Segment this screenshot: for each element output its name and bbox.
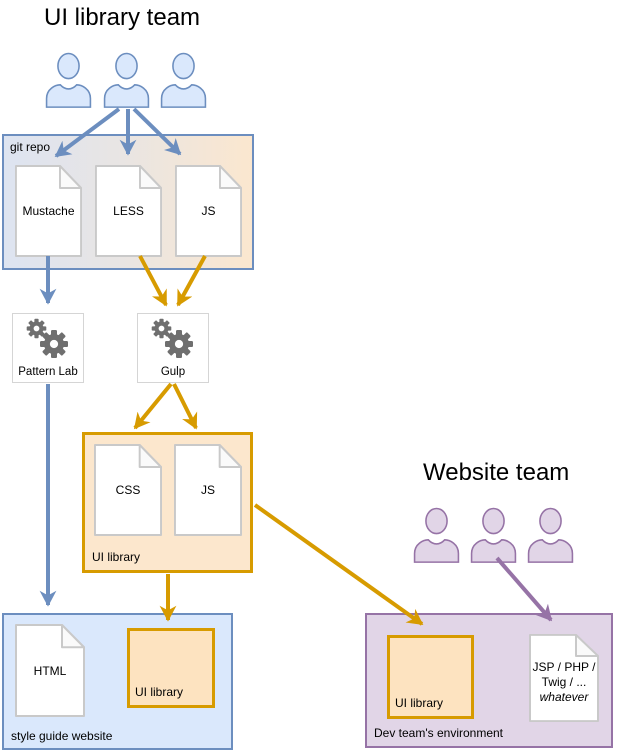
document-templates: JSP / PHP / Twig / ... whatever	[529, 634, 599, 722]
document-mustache: Mustache	[15, 165, 82, 257]
doc-line: Twig / ...	[541, 675, 587, 689]
document-css: CSS	[94, 444, 162, 536]
doc-label: LESS	[113, 204, 144, 218]
arrow-website-team-to-templates	[495, 556, 553, 622]
style-guide-website-label: style guide website	[11, 729, 113, 743]
doc-label: Mustache	[22, 204, 75, 218]
pattern-lab-node: Pattern Lab	[12, 313, 84, 383]
ui-library-instance-box: UI library	[387, 635, 474, 719]
gears-icon	[26, 318, 68, 358]
ui-library-instance-box: UI library	[127, 628, 215, 708]
ui-library-label: UI library	[135, 685, 184, 699]
doc-label: JSP / PHP / Twig / ... whatever	[529, 660, 599, 705]
document-js: JS	[175, 165, 242, 257]
gears-icon	[151, 318, 193, 358]
ui-library-team-title: UI library team	[44, 4, 201, 31]
person-icon	[528, 508, 573, 563]
git-repo-label: git repo	[10, 140, 51, 154]
gulp-label: Gulp	[160, 366, 186, 378]
dev-environment-label: Dev team's environment	[374, 726, 504, 740]
document-js-built: JS	[174, 444, 242, 536]
document-less: LESS	[95, 165, 162, 257]
dev-environment-box: UI library JSP / PHP / Twig / ... whatev…	[365, 613, 613, 748]
pattern-lab-label: Pattern Lab	[18, 366, 78, 378]
doc-label: JS	[200, 483, 215, 497]
website-team-title: Website team	[423, 459, 570, 486]
git-repo-box: git repo Mustache LESS JS	[2, 134, 254, 270]
person-icon	[471, 508, 516, 563]
person-icon	[104, 53, 149, 108]
arrow-gulp-to-js	[172, 383, 198, 430]
ui-library-box: CSS JS UI library	[82, 432, 253, 573]
person-icon	[414, 508, 459, 563]
ui-library-label: UI library	[395, 696, 444, 710]
gulp-node: Gulp	[137, 313, 209, 383]
document-html: HTML	[15, 624, 85, 717]
person-icon	[46, 53, 91, 108]
doc-line: JSP / PHP /	[532, 660, 596, 674]
ui-library-label: UI library	[92, 550, 141, 564]
person-icon	[161, 53, 206, 108]
doc-label: JS	[201, 204, 216, 218]
arrow-gulp-to-css	[133, 382, 173, 430]
doc-label: CSS	[115, 483, 141, 497]
style-guide-website-box: HTML UI library style guide website	[2, 613, 233, 750]
doc-line: whatever	[539, 690, 589, 704]
doc-label: HTML	[33, 663, 67, 678]
arrow-ui-library-to-dev-env	[253, 503, 424, 626]
